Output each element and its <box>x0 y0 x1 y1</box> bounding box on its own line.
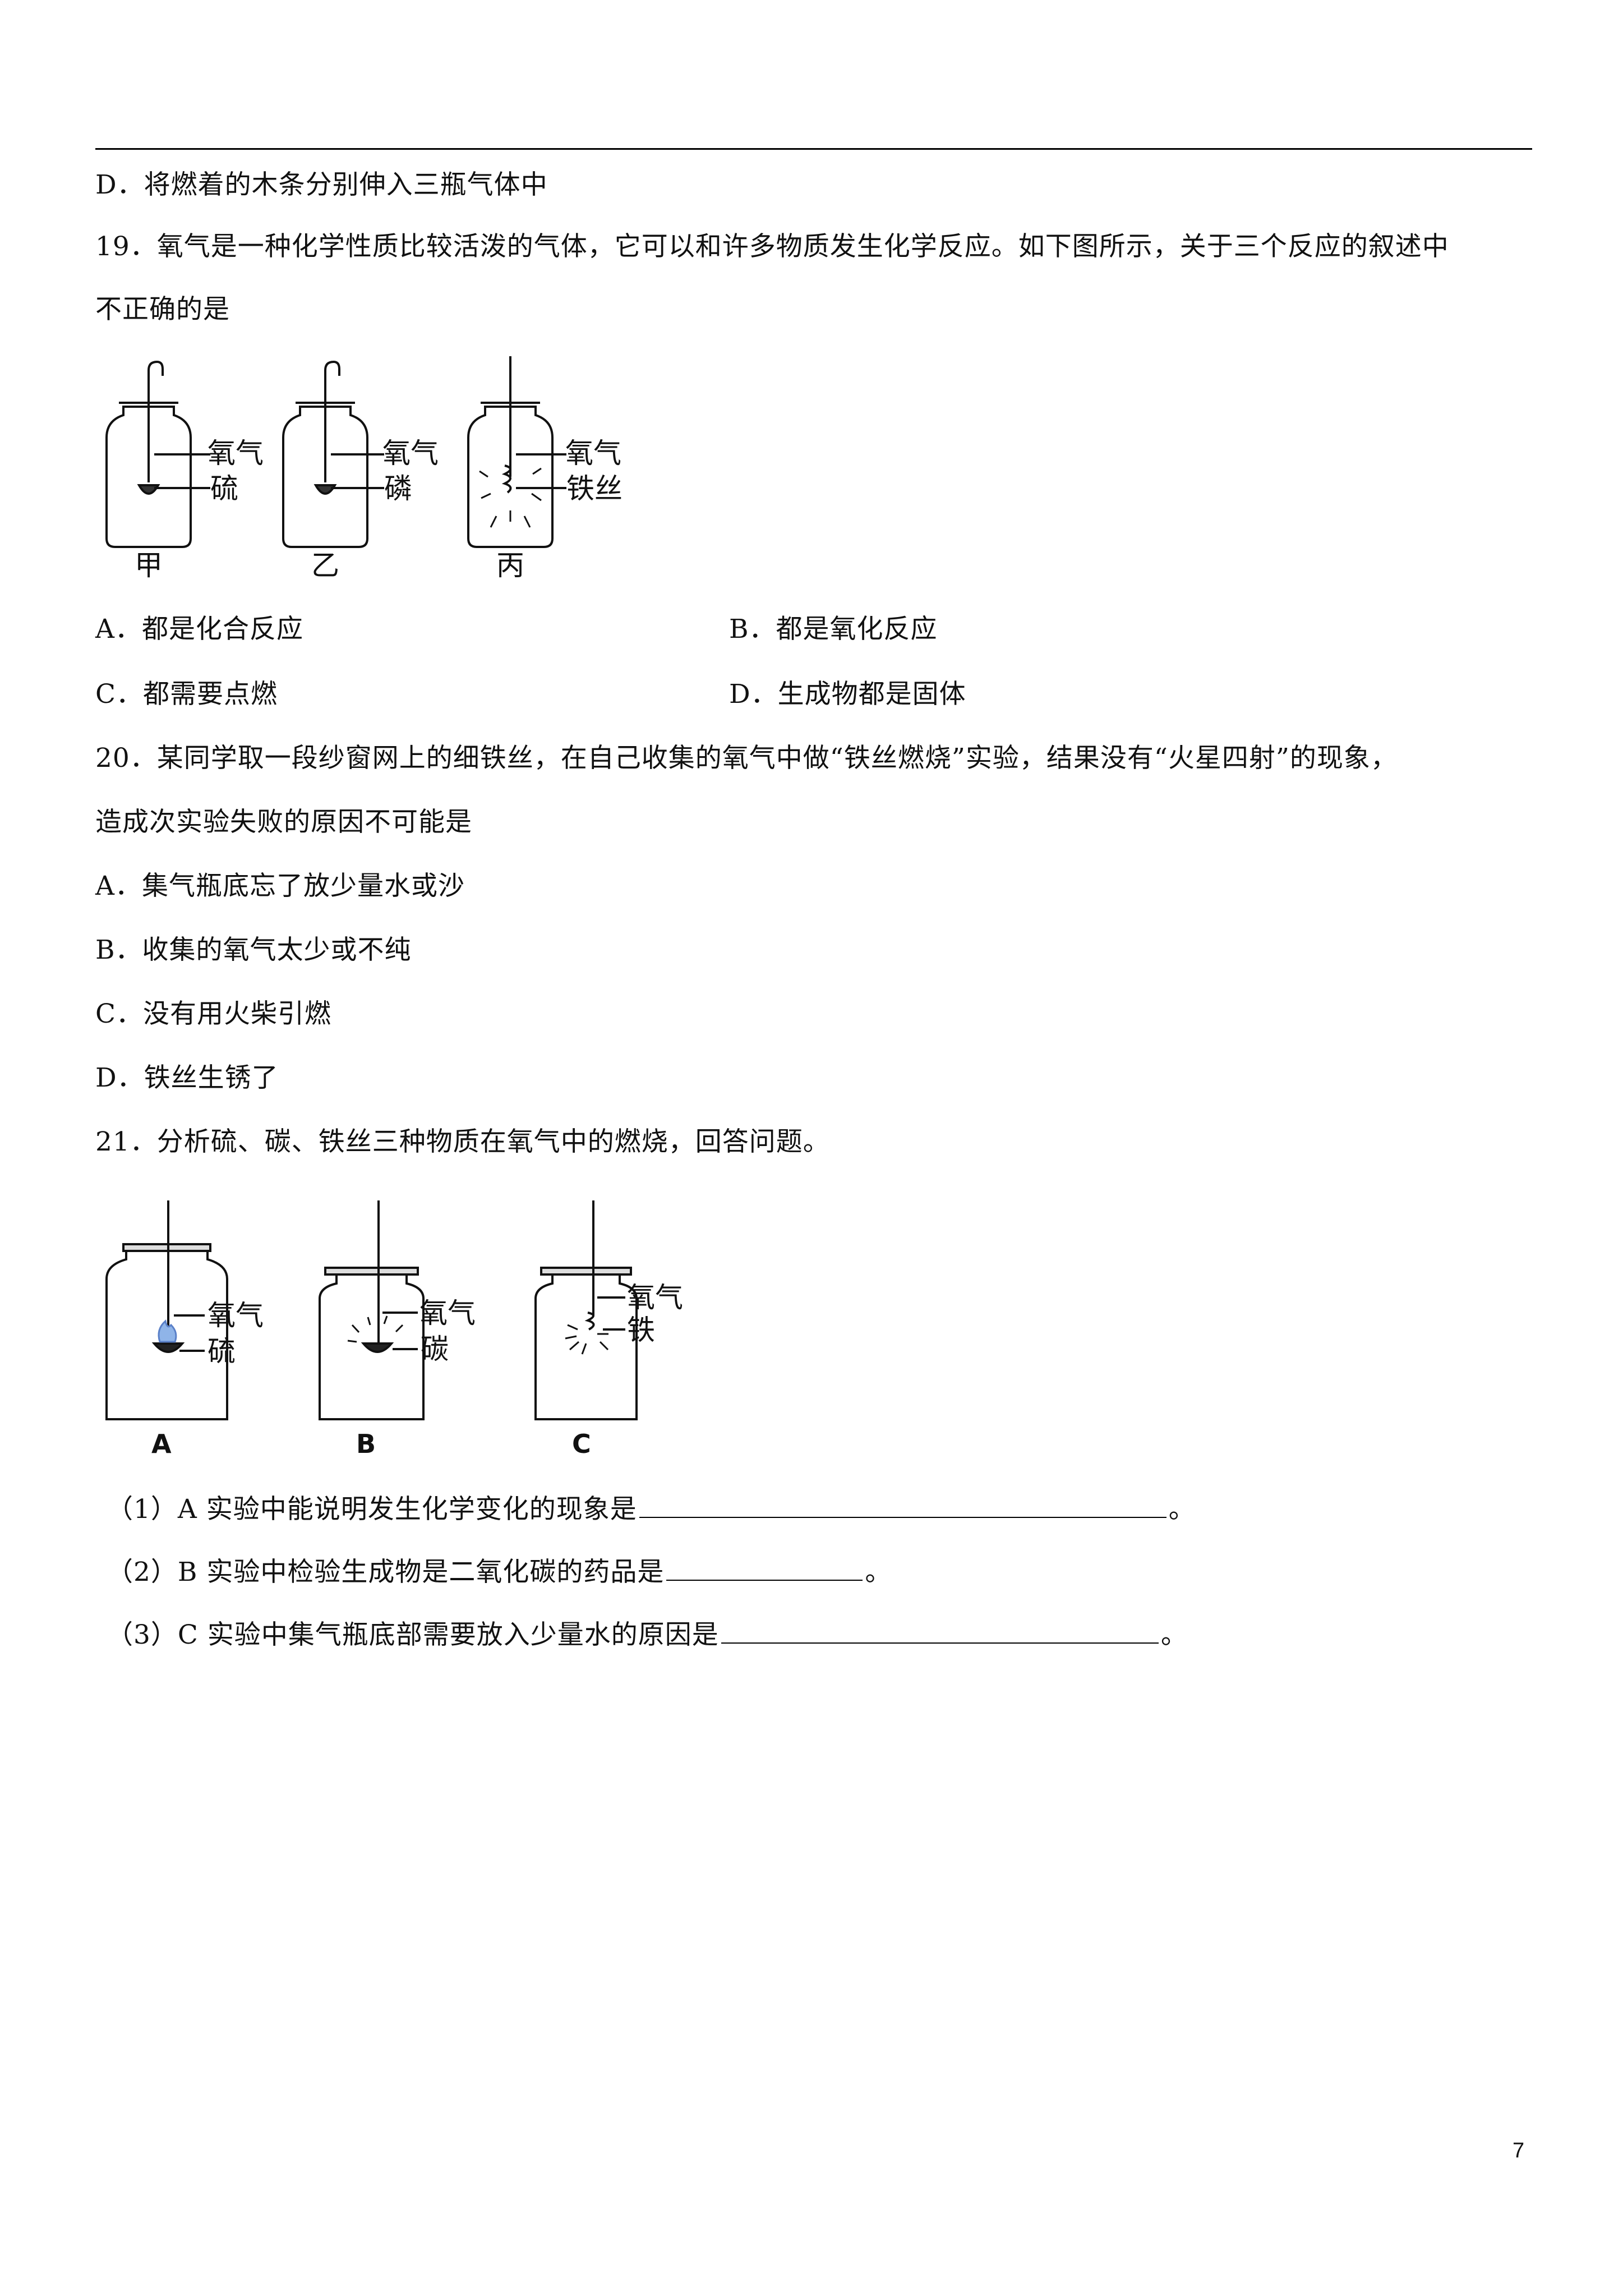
q21-jar-b-gas: 氧气 <box>419 1297 476 1329</box>
q20-option-a: A．集气瓶底忘了放少量水或沙 <box>95 871 465 901</box>
q21-sub2-text: （2）B 实验中检验生成物是二氧化碳的药品是 <box>107 1557 665 1588</box>
q21-jar-c-gas: 氧气 <box>627 1281 683 1314</box>
q21-jar-b-glow <box>347 1315 404 1343</box>
q21-jar-c-label: C <box>572 1429 591 1459</box>
q19-jar-2-gas: 氧气 <box>382 437 439 470</box>
q21-sub1-end: 。 <box>1168 1494 1196 1525</box>
q19-jar-3-gas: 氧气 <box>565 437 621 470</box>
q21-jar-b-spoon <box>361 1342 394 1353</box>
q19-option-d: D．生成物都是固体 <box>729 679 966 710</box>
q19-jar-2-substance: 磷 <box>384 472 412 505</box>
q19-jar-3 <box>467 406 554 548</box>
q19-option-a: A．都是化合反应 <box>95 614 303 645</box>
q21-jar-c-sparks <box>565 1324 609 1355</box>
q21-jar-a-lid <box>122 1243 211 1252</box>
q19-jar-2-spoon <box>313 484 337 495</box>
q21-sub2-answer-blank[interactable] <box>666 1555 863 1581</box>
q21-jar-a-substance: 硫 <box>208 1335 236 1368</box>
q19-jar-1-spoon-stem <box>147 360 164 482</box>
q21-jar-b-substance: 碳 <box>421 1333 449 1365</box>
q21-stem: 21．分析硫、碳、铁丝三种物质在氧气中的燃烧，回答问题。 <box>95 1126 830 1157</box>
q21-jar-c-substance: 铁 <box>627 1314 655 1346</box>
page-number: 7 <box>1513 2139 1525 2162</box>
q21-sub1-answer-blank[interactable] <box>639 1492 1166 1518</box>
q20-option-b: B．收集的氧气太少或不纯 <box>95 935 412 965</box>
q21-sub1-text: （1）A 实验中能说明发生化学变化的现象是 <box>107 1494 637 1525</box>
q19-jar-2-spoon-stem <box>324 360 340 482</box>
q19-jar-3-iron-coil <box>501 464 512 494</box>
q21-sub1: （1）A 实验中能说明发生化学变化的现象是 。 <box>107 1492 1196 1526</box>
q21-jar-c-iron-coil <box>584 1312 595 1331</box>
q19-jar-1-label: 甲 <box>135 549 163 578</box>
q19-stem-line1: 19．氧气是一种化学性质比较活泼的气体，它可以和许多物质发生化学反应。如下图所示… <box>95 231 1449 262</box>
q21-sub2-end: 。 <box>865 1557 892 1588</box>
prev-option-d: D．将燃着的木条分别伸入三瓶气体中 <box>95 169 548 200</box>
header-rule <box>95 148 1532 150</box>
q21-jar-a-spoon <box>151 1342 185 1353</box>
q21-sub3-text: （3）C 实验中集气瓶底部需要放入少量水的原因是 <box>107 1619 719 1650</box>
q21-jar-a-label: A <box>151 1429 172 1459</box>
q20-stem-line2: 造成次实验失败的原因不可能是 <box>95 807 472 838</box>
q20-option-d: D．铁丝生锈了 <box>95 1062 279 1093</box>
q21-jar-c-lid <box>540 1267 632 1276</box>
q21-figure: 氧气 硫 氧气 碳 氧气 铁 A B C <box>95 1195 740 1466</box>
q21-jar-b-lid <box>324 1267 419 1276</box>
q21-figure-svg: 氧气 硫 氧气 碳 氧气 铁 A B C <box>105 1200 683 1459</box>
q19-jar-1-gas: 氧气 <box>208 437 264 470</box>
q21-sub3-end: 。 <box>1160 1619 1188 1650</box>
q19-jar-1-substance: 硫 <box>210 472 238 505</box>
q21-sub3-answer-blank[interactable] <box>721 1618 1159 1644</box>
q21-jar-a-blue-flame <box>158 1319 177 1343</box>
q20-stem-line1: 20．某同学取一段纱窗网上的细铁丝，在自己收集的氧气中做“铁丝燃烧”实验，结果没… <box>95 743 1398 774</box>
q21-jar-c <box>534 1273 638 1420</box>
q19-stem-line2: 不正确的是 <box>95 294 230 325</box>
q19-jar-3-substance: 铁丝 <box>566 472 623 505</box>
q21-sub3: （3）C 实验中集气瓶底部需要放入少量水的原因是 。 <box>107 1618 1188 1652</box>
q19-option-c: C．都需要点燃 <box>95 679 278 710</box>
q21-jar-b-label: B <box>356 1429 376 1459</box>
q19-jar-3-sparks <box>479 467 542 528</box>
q21-sub2: （2）B 实验中检验生成物是二氧化碳的药品是 。 <box>107 1555 892 1589</box>
q19-jar-2-label: 乙 <box>311 549 339 578</box>
q19-option-b: B．都是氧化反应 <box>729 614 938 645</box>
q19-jar-2 <box>282 406 368 548</box>
q21-jar-a <box>105 1250 228 1420</box>
q20-option-c: C．没有用火柴引燃 <box>95 999 331 1029</box>
q19-figure: 氧气 硫 甲 氧气 磷 乙 氧气 铁丝 丙 <box>95 353 651 582</box>
q21-jar-b <box>319 1273 425 1420</box>
q21-jar-a-gas: 氧气 <box>208 1299 264 1332</box>
q19-figure-svg: 氧气 硫 甲 氧气 磷 乙 氧气 铁丝 丙 <box>105 356 623 582</box>
q19-jar-1 <box>105 406 192 548</box>
q19-jar-3-label: 丙 <box>496 549 524 578</box>
q19-jar-1-spoon <box>137 484 160 495</box>
